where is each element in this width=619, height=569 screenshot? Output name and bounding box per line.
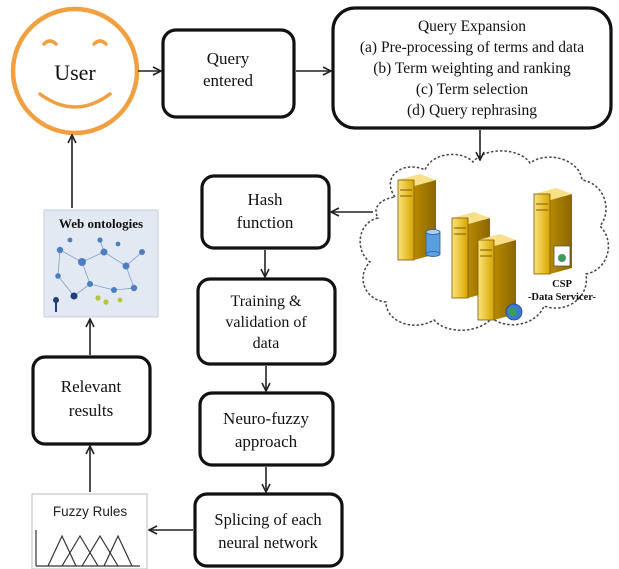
query-entered-line1: Query (207, 49, 250, 68)
server-icon (477, 234, 516, 321)
query-expansion-step-d: (d) Query rephrasing (407, 102, 537, 119)
csp-label: CSP (552, 279, 572, 290)
query-expansion-box (331, 6, 613, 130)
user-label: User (54, 60, 96, 85)
user-circle (10, 6, 140, 136)
relevant-results-box (31, 355, 152, 446)
relevant-results-node: Relevant results (31, 355, 152, 446)
splicing-line2: neural network (218, 533, 318, 552)
hash-function-line1: Hash (248, 190, 283, 209)
neuro-fuzzy-line2: approach (235, 432, 298, 451)
neuro-fuzzy-box (198, 391, 335, 467)
certificate-icon (553, 245, 571, 267)
relevant-results-line2: results (69, 401, 113, 420)
query-entered-line2: entered (203, 71, 254, 90)
user-node: User (10, 6, 140, 136)
csp-sublabel: -Data Servicer- (528, 292, 597, 303)
relevant-results-line1: Relevant (61, 377, 122, 396)
database-icon (425, 229, 441, 257)
csp-cloud: CSP -Data Servicer- (359, 150, 610, 331)
globe-icon (505, 303, 523, 321)
training-line1: Training & (231, 293, 303, 310)
hash-function-node: Hash function (200, 174, 331, 250)
neuro-fuzzy-line1: Neuro-fuzzy (223, 409, 309, 428)
hash-function-line2: function (237, 213, 294, 232)
connectors (72, 71, 480, 530)
hash-function-box (200, 174, 331, 250)
ontology-graph-icon (53, 237, 145, 312)
query-expansion-node: Query Expansion (a) Pre-processing of te… (331, 6, 613, 130)
fuzzy-rules-label: Fuzzy Rules (53, 504, 128, 519)
splicing-box (193, 492, 344, 568)
web-ontologies-label: Web ontologies (59, 216, 143, 231)
ontology-panel (43, 209, 159, 318)
smile-icon (38, 92, 112, 109)
training-line2: validation of (225, 314, 307, 331)
splicing-line1: Splicing of each (214, 510, 322, 529)
training-box (196, 277, 337, 366)
right-eye-icon (92, 39, 108, 46)
membership-functions-icon (35, 530, 140, 567)
web-ontologies-node: Web ontologies (43, 209, 159, 318)
query-expansion-step-b: (b) Term weighting and ranking (373, 60, 571, 77)
query-expansion-step-c: (c) Term selection (416, 81, 528, 98)
training-line3: data (253, 335, 280, 352)
query-entered-box (161, 28, 296, 119)
training-node: Training & validation of data (196, 277, 337, 366)
splicing-node: Splicing of each neural network (193, 492, 344, 568)
left-eye-icon (42, 39, 58, 46)
fuzzy-rules-node: Fuzzy Rules (31, 493, 148, 569)
query-expansion-step-a: (a) Pre-processing of terms and data (360, 39, 584, 56)
query-expansion-title: Query Expansion (418, 18, 526, 35)
query-entered-node: Query entered (161, 28, 296, 119)
neuro-fuzzy-node: Neuro-fuzzy approach (198, 391, 335, 467)
